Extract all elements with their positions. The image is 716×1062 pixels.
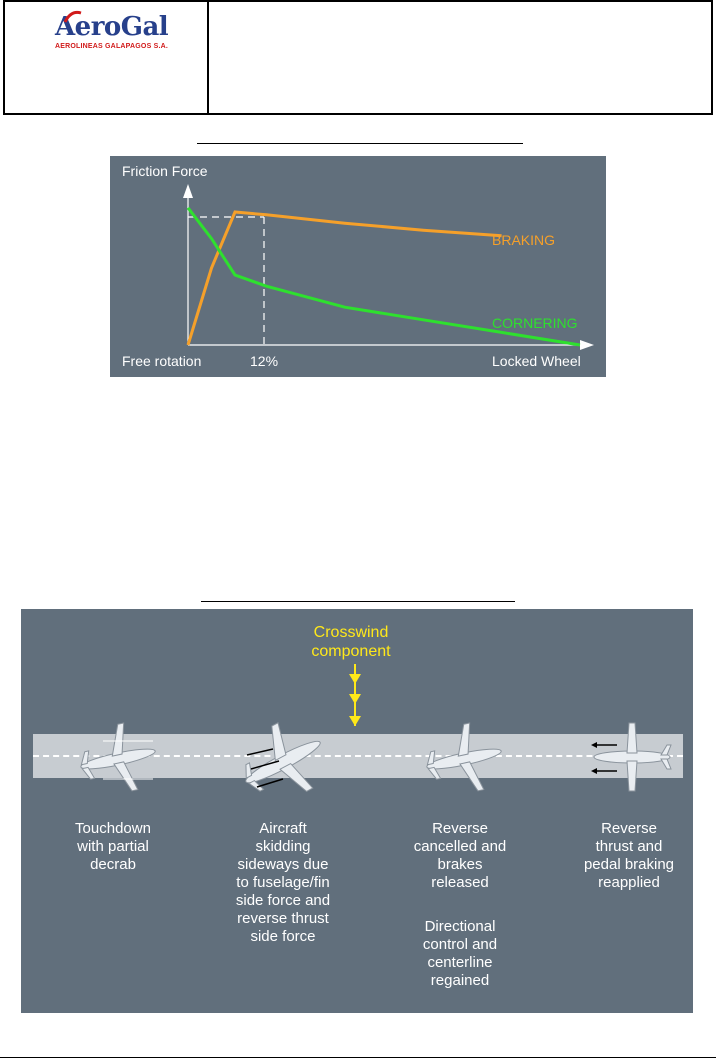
- crosswind-landing-figure: Crosswind component: [21, 609, 693, 1013]
- caption-line: Reverse: [432, 820, 488, 837]
- logo-cell: AeroGal AEROLINEAS GALAPAGOS S.A.: [5, 2, 209, 113]
- runway-centerline: [33, 755, 683, 757]
- legend-cornering: CORNERING: [492, 315, 578, 331]
- legend-braking: BRAKING: [492, 232, 555, 248]
- friction-chart-svg: Friction Force Free rotation 12% Locked …: [122, 163, 594, 369]
- x-label-free-rotation: Free rotation: [122, 353, 201, 369]
- x-label-locked-wheel: Locked Wheel: [492, 353, 581, 369]
- series-braking-line: [186, 210, 502, 346]
- caption-line: thrust and: [595, 838, 663, 855]
- airplane-icon-brakes-released: [426, 722, 502, 792]
- x-axis-arrow-icon: [580, 340, 594, 350]
- caption-line: to fuselage/fin: [236, 874, 330, 891]
- caption-line: pedal braking: [583, 856, 675, 873]
- caption-line: skidding: [255, 838, 311, 855]
- document-header: AeroGal AEROLINEAS GALAPAGOS S.A.: [3, 0, 713, 115]
- crosswind-arrow-icon: [349, 664, 361, 726]
- company-logo: AeroGal: [55, 12, 169, 42]
- figure-rule-1: [197, 143, 523, 144]
- caption-line: Touchdown: [75, 820, 151, 837]
- caption-line: side force and: [235, 892, 331, 909]
- airplane-icon-skidding: [245, 722, 321, 792]
- crosswind-label: Crosswind component: [311, 624, 391, 660]
- figure-rule-2: [201, 601, 515, 602]
- caption-line: with partial: [77, 838, 149, 855]
- y-axis-arrow-icon: [183, 184, 193, 198]
- caption-line: cancelled and: [413, 838, 507, 855]
- caption-line: Directional: [424, 918, 496, 935]
- caption-line: reverse thrust: [237, 910, 329, 927]
- caption-line: regained: [430, 972, 490, 989]
- caption-line: released: [431, 874, 489, 891]
- caption-line: Aircraft: [259, 820, 307, 837]
- airplane-icon-touchdown: [80, 722, 156, 792]
- company-logo-subtitle: AEROLINEAS GALAPAGOS S.A.: [55, 43, 168, 50]
- airplane-icon-reverse-thrust: [591, 722, 672, 792]
- caption-line: decrab: [90, 856, 136, 873]
- series-cornering-line: [186, 206, 581, 347]
- friction-chart: Friction Force Free rotation 12% Locked …: [110, 156, 606, 377]
- caption-line: Reverse: [601, 820, 657, 837]
- caption-line: control and: [422, 936, 498, 953]
- caption-line: side force: [250, 928, 316, 945]
- caption-line: reapplied: [598, 874, 660, 891]
- logo-swoosh-icon: [63, 10, 82, 23]
- footer-rule: [0, 1057, 716, 1058]
- caption-line: sideways due: [237, 856, 329, 873]
- x-label-12-percent: 12%: [250, 353, 278, 369]
- caption-line: centerline: [427, 954, 493, 971]
- caption-line: brakes: [437, 856, 483, 873]
- y-axis-label: Friction Force: [122, 163, 208, 179]
